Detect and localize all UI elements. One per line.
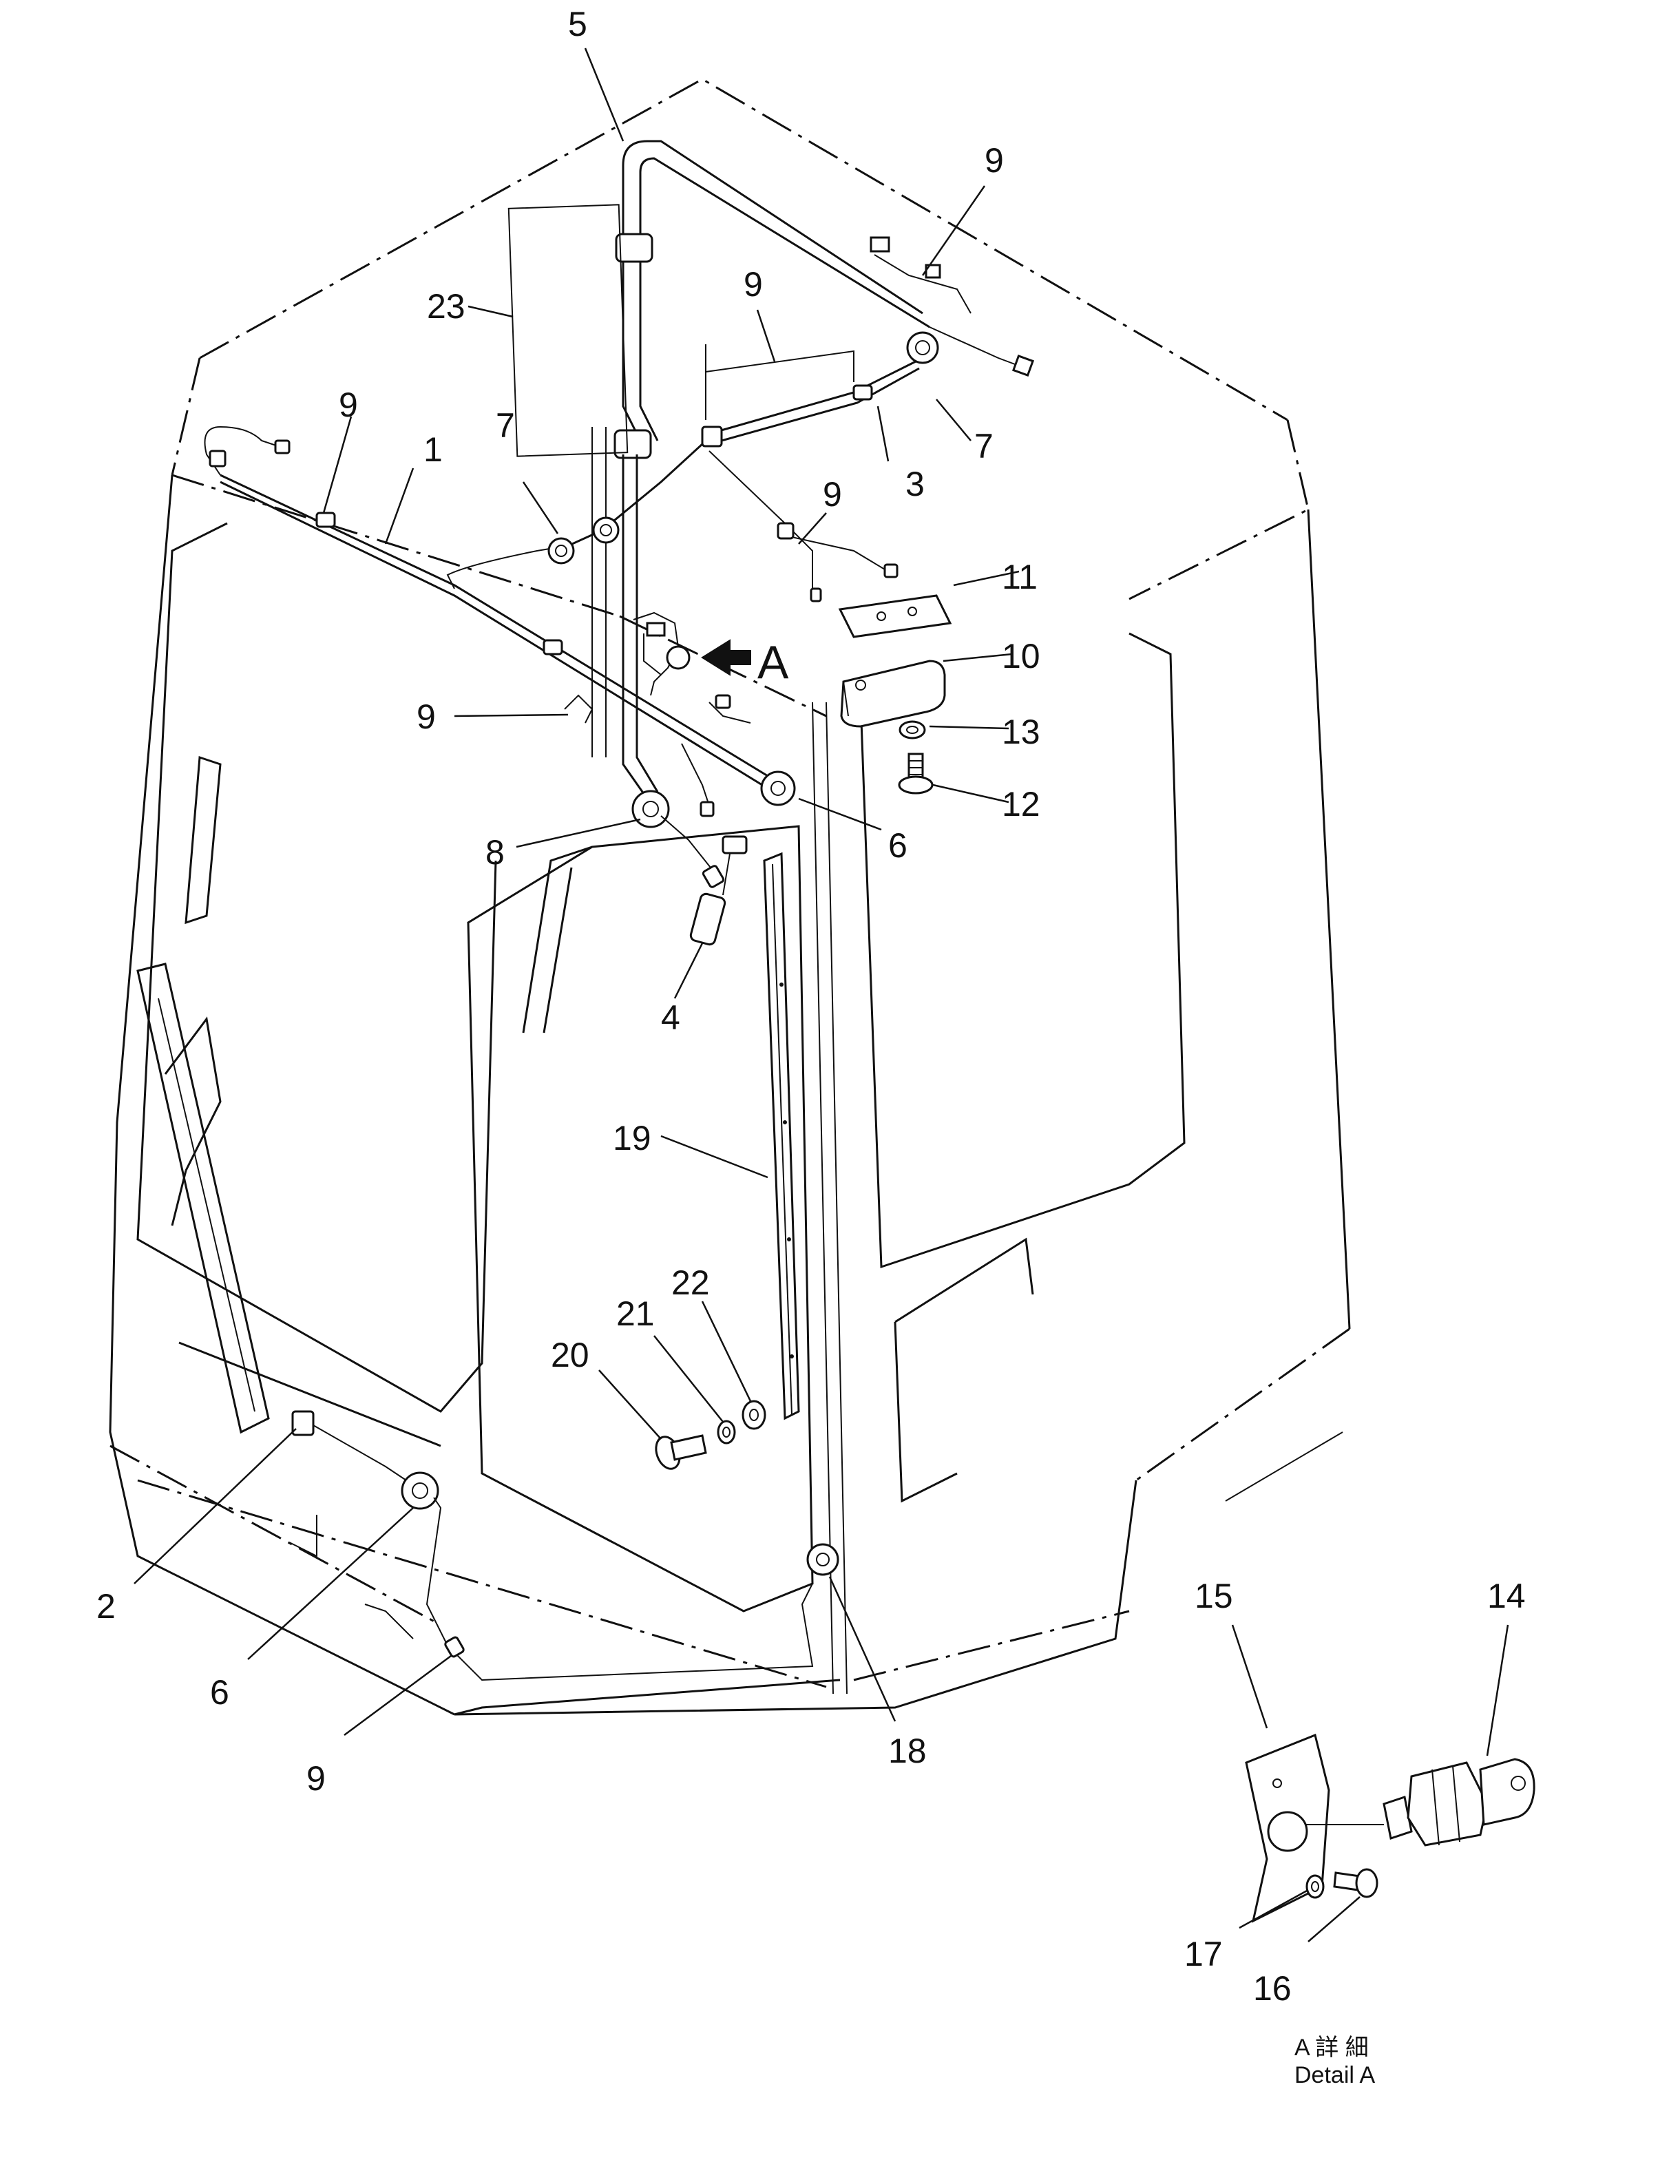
wire-top-right [870,236,1035,377]
label-plate-23 [507,204,629,457]
detail-caption-english: Detail A [1294,2062,1375,2088]
hose-pillar [622,454,748,946]
callout-1: 1 [423,430,443,469]
detail-caption: A 詳 細 Detail A [1294,2035,1375,2088]
callout-23: 23 [427,287,465,326]
harness-1-main [204,426,796,817]
leader-lines [134,48,1509,1942]
callout-15-text: 15 [1195,1577,1233,1615]
callout-8-text: 8 [485,833,505,872]
callout-9-upper-left: 9 [339,386,358,424]
cab-outline [109,78,1351,1716]
callout-labels-extra: 8 20 15 14 17 16 [485,833,1526,2008]
harness-5-upper-loop [613,140,939,459]
callout-9-upper: 9 [744,265,763,304]
callout-20-text: 20 [551,1336,589,1374]
callout-9-mid: 9 [823,475,842,514]
view-arrow-icon [701,639,751,676]
callout-17-text: 17 [1184,1935,1223,1973]
callout-6-lower: 6 [210,1673,229,1712]
callout-11: 11 [1002,558,1038,596]
callout-19: 19 [613,1119,651,1157]
bolt-set-20-22 [655,1400,766,1470]
callout-14-text: 14 [1487,1577,1526,1615]
callout-9-clip: 9 [417,697,436,736]
callout-16-text: 16 [1253,1969,1292,2008]
door-seal-19 [763,852,800,1420]
callout-9-lower: 9 [306,1759,326,1798]
lamp-assembly [838,594,952,795]
detail-A [1245,1733,1535,1923]
callout-6-upper: 6 [888,826,907,865]
callout-13: 13 [1002,713,1040,751]
callout-18: 18 [888,1732,927,1770]
lower-harness [288,1410,814,1681]
view-marker-A: A [757,636,789,689]
callout-3: 3 [905,465,925,503]
wiper-assembly [136,755,270,1434]
switch-mount-area-A [633,611,751,696]
callout-5: 5 [568,5,587,43]
detail-caption-japanese: A 詳 細 [1294,2035,1369,2061]
callout-12: 12 [1002,785,1040,823]
callout-4: 4 [661,998,680,1037]
callout-21: 21 [616,1294,655,1333]
callout-9-top-right: 9 [985,141,1004,180]
callout-22: 22 [671,1263,710,1302]
harness-3 [701,344,920,602]
callout-2: 2 [96,1587,116,1626]
callout-10: 10 [1002,637,1040,675]
callout-7-left: 7 [496,406,515,445]
callout-7-right: 7 [974,427,994,465]
callout-labels: 5 9 23 9 9 1 7 7 3 9 11 A 10 9 13 12 9 9… [96,5,1040,1798]
